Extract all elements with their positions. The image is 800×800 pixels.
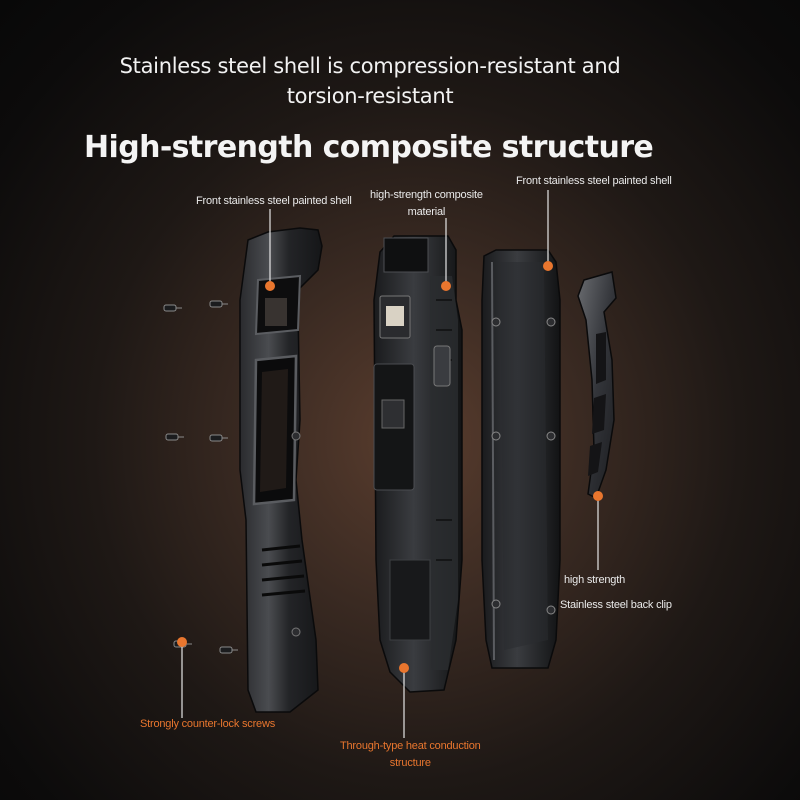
front-shell-left [239,227,323,713]
page-title: High-strength composite structure [84,130,654,165]
callout-lines [181,190,599,738]
rear-shell-right [481,249,561,669]
label-front-shell-left: Front stainless steel painted shell [196,195,352,207]
label-heat-line-2: structure [389,757,431,769]
label-composite-material: high-strength composite material [370,187,483,221]
label-heat-conduction: Through-type heat conduction structure [340,738,481,772]
label-heat-line-1: Through-type heat conduction [340,740,481,752]
back-clip [577,271,617,500]
label-composite-line-2: material [407,206,446,218]
label-screws: Strongly counter-lock screws [140,718,276,730]
middle-composite-module [373,235,463,693]
headline-line-2: torsion-resistant [286,84,454,108]
label-high-strength: high strength [564,574,625,586]
headline-line-1: Stainless steel shell is compression-res… [119,54,621,78]
label-back-clip: Stainless steel back clip [560,599,672,611]
label-front-shell-right: Front stainless steel painted shell [516,175,672,187]
loose-screws [163,300,238,654]
label-composite-line-1: high-strength composite [370,189,483,201]
callout-dots [177,261,603,673]
